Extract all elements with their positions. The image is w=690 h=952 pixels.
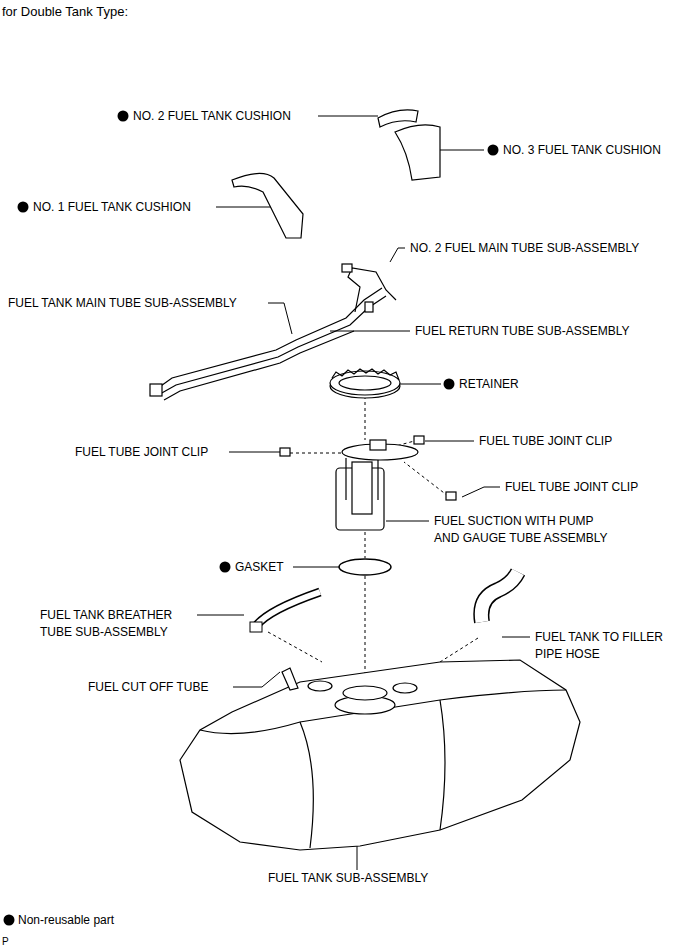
part-name: NO. 2 FUEL TANK CUSHION — [133, 108, 291, 125]
part-name: FUEL TUBE JOINT CLIP — [75, 444, 208, 461]
fuel-tubes — [150, 264, 396, 400]
part-name: FUEL CUT OFF TUBE — [88, 679, 208, 696]
part-name: FUEL TUBE JOINT CLIP — [479, 433, 612, 450]
part-name: FUEL SUCTION WITH PUMP AND GAUGE TUBE AS… — [434, 513, 616, 547]
filler-hose — [481, 572, 518, 622]
part-name: RETAINER — [459, 376, 519, 393]
gasket — [339, 559, 391, 575]
part-name: FUEL TANK TO FILLER PIPE HOSE — [535, 629, 685, 663]
diagram-title: for Double Tank Type: — [2, 3, 128, 20]
part-name: NO. 1 FUEL TANK CUSHION — [33, 199, 191, 216]
retainer — [330, 369, 400, 398]
part-name: FUEL RETURN TUBE SUB-ASSEMBLY — [415, 323, 630, 340]
fuel-pump-assembly — [280, 436, 456, 530]
part-name: NO. 3 FUEL TANK CUSHION — [503, 142, 661, 159]
cushions — [232, 110, 440, 238]
breather-tube — [250, 592, 320, 632]
part-name: FUEL TUBE JOINT CLIP — [505, 479, 638, 496]
legend-text: Non-reusable part — [18, 912, 114, 929]
fuel-tank — [180, 660, 580, 850]
part-name: GASKET — [235, 559, 284, 576]
part-name: FUEL TANK MAIN TUBE SUB-ASSEMBLY — [8, 295, 237, 312]
part-name: FUEL TANK SUB-ASSEMBLY — [268, 870, 428, 887]
part-name: NO. 2 FUEL MAIN TUBE SUB-ASSEMBLY — [410, 240, 639, 257]
page-code: P — [2, 933, 9, 950]
part-name: FUEL TANK BREATHER TUBE SUB-ASSEMBLY — [40, 607, 196, 641]
